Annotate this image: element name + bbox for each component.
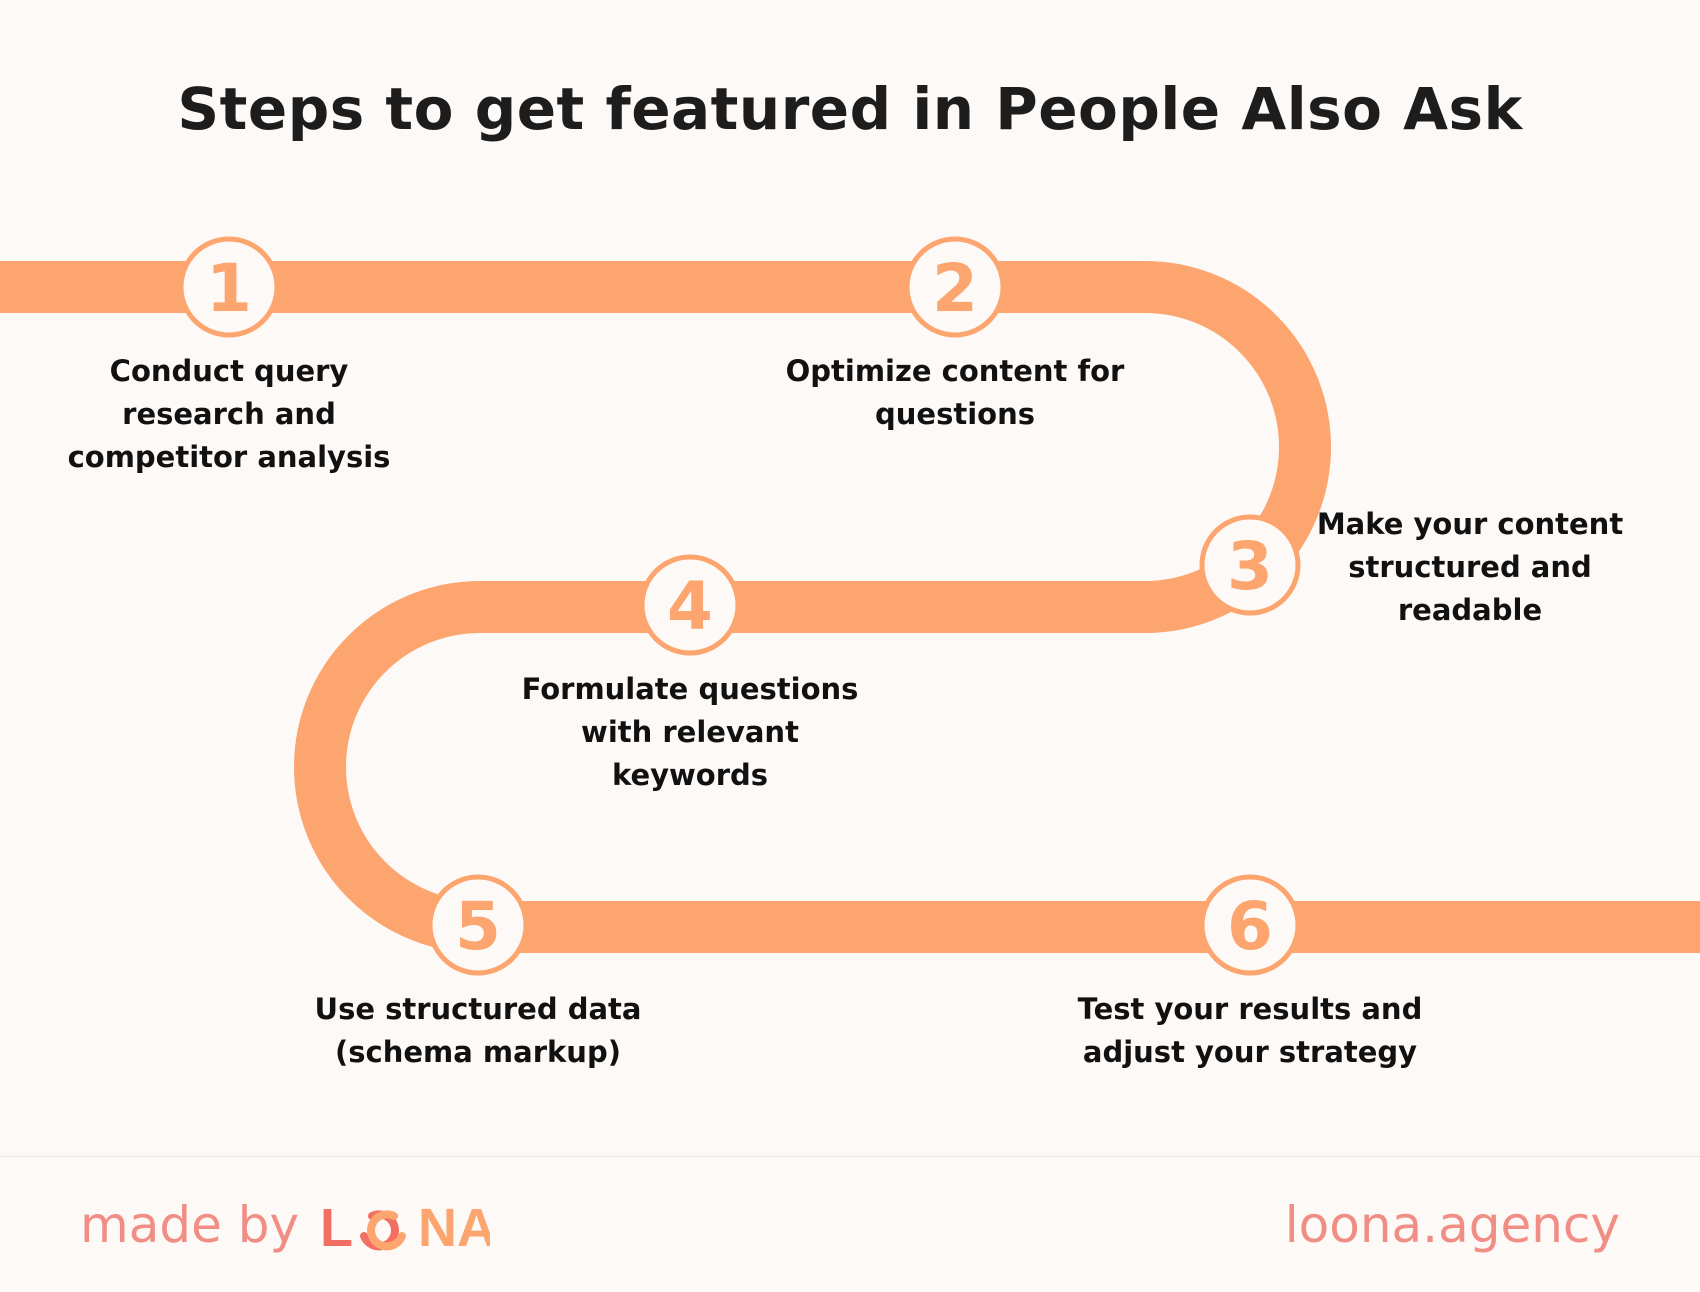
step-number: 3 [1227,528,1273,605]
step-label-1: Conduct query research and competitor anal… [29,350,429,479]
step-circle [178,236,280,338]
step-label-line: Use structured data [314,992,642,1026]
step-label-line: structured and [1348,550,1592,584]
step-number: 1 [206,250,252,327]
step-marker-3: 3 [1199,514,1301,616]
step-label-line: questions [875,397,1035,431]
page-title: Steps to get featured in People Also Ask [177,75,1523,143]
step-circle [427,874,529,976]
step-marker-6: 6 [1199,874,1301,976]
step-label-line: (schema markup) [335,1035,621,1069]
step-marker-5: 5 [427,874,529,976]
step-label-line: Test your results and [1077,992,1423,1026]
step-label-line: readable [1397,593,1543,627]
step-label-line: Conduct query [109,354,349,388]
step-label-line: keywords [611,758,769,792]
step-circle [639,554,741,656]
step-label-line: Make your content [1316,507,1624,541]
step-label-line: adjust your strategy [1082,1035,1418,1069]
step-label-line: Optimize content for [785,354,1125,388]
winding-road [0,261,1700,953]
step-number: 4 [667,568,713,645]
step-number: 6 [1227,888,1273,965]
step-label-4: Formulate questions with relevant keywords [490,668,890,797]
website-link[interactable]: loona.agency [1284,1196,1620,1254]
step-label-line: competitor analysis [67,440,391,474]
step-label-line: research and [122,397,336,431]
step-marker-2: 2 [904,236,1006,338]
step-label-3: Make your content structured and readable [1270,503,1670,632]
svg-text:NA: NA [418,1198,490,1256]
step-circle [1199,514,1301,616]
step-marker-1: 1 [178,236,280,338]
made-by-text: made by [80,1196,300,1254]
loona-logo: L NA [320,1198,490,1256]
step-circle [1199,874,1301,976]
step-label-5: Use structured data (schema markup) [278,988,678,1074]
step-circle [904,236,1006,338]
step-label-line: with relevant [581,715,799,749]
step-number: 5 [455,888,501,965]
svg-text:L: L [320,1198,353,1256]
step-marker-4: 4 [639,554,741,656]
step-label-2: Optimize content for questions [755,350,1155,436]
step-label-6: Test your results and adjust your strateg… [1050,988,1450,1074]
footer-divider [0,1156,1700,1157]
step-label-line: Formulate questions [521,672,859,706]
step-number: 2 [932,250,978,327]
